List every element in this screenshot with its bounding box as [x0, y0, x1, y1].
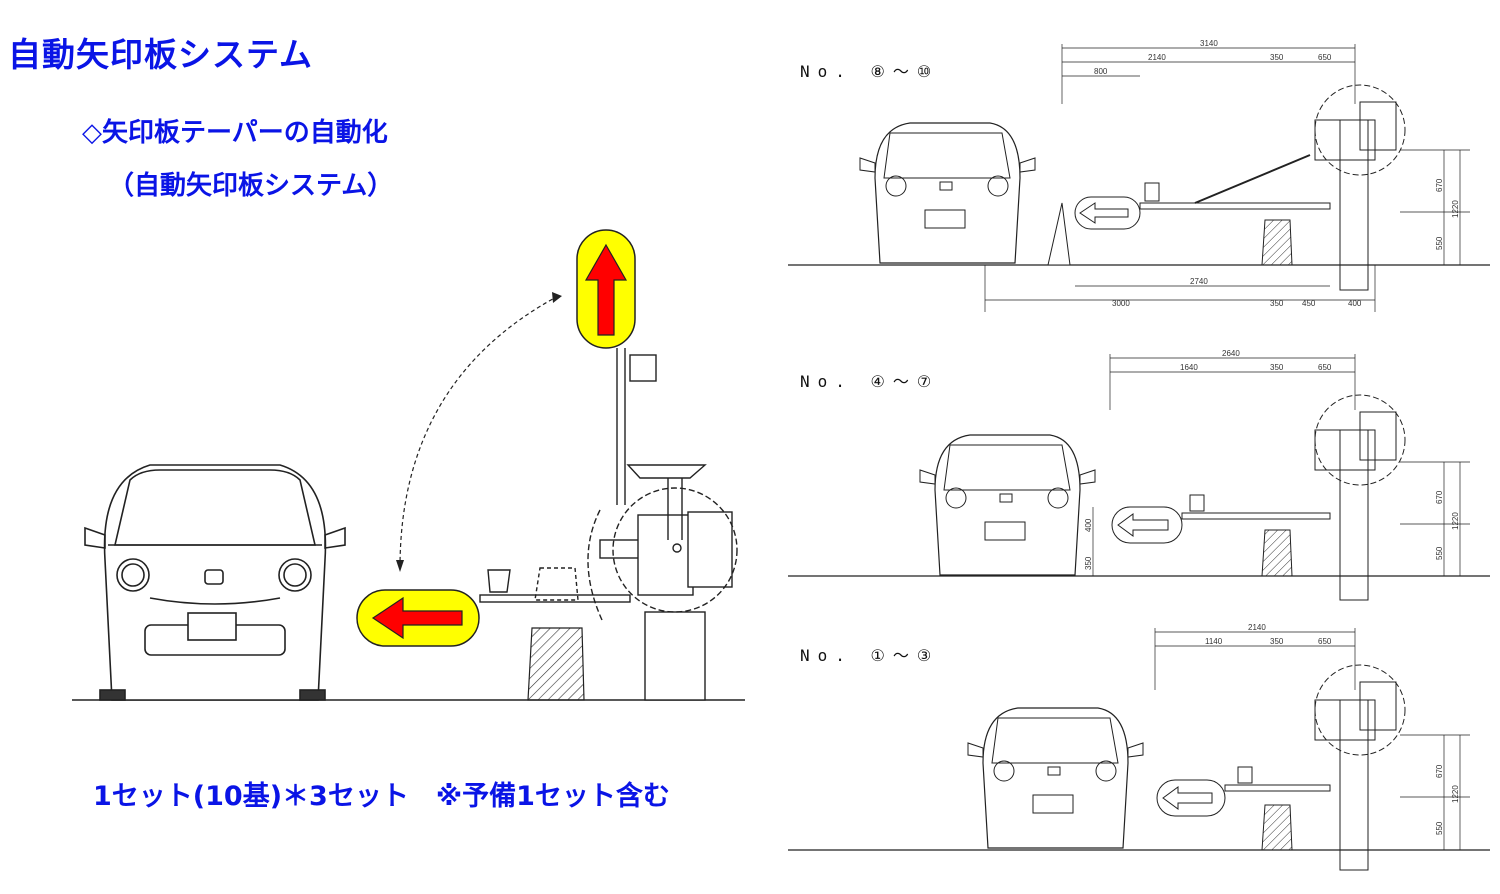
dim-label: 800 [1094, 67, 1108, 76]
dim-label: 350 [1270, 53, 1284, 62]
dim-label: 650 [1318, 637, 1332, 646]
dim-label: 550 [1435, 546, 1444, 560]
dim-label: 350 [1270, 637, 1284, 646]
dim-label: 670 [1435, 764, 1444, 778]
dim-label: 550 [1435, 821, 1444, 835]
footer-note: 1セット(10基)＊3セット ※予備1セット含む [93, 781, 670, 812]
dim-label: 1220 [1451, 785, 1460, 803]
diagram-label: No. ①～③ [800, 646, 940, 665]
page-title: 自動矢印板システム [8, 35, 314, 74]
subtitle-system: （自動矢印板システム） [108, 171, 394, 201]
arrow-sign-raised [576, 229, 636, 349]
mechanism [479, 348, 738, 701]
diagram-no8-10: 3140 2140 350 650 800 2740 3000 350 450 … [788, 39, 1490, 312]
dim-label: 450 [1302, 299, 1316, 308]
barrier-base [527, 627, 585, 701]
dim-label: 1220 [1451, 512, 1460, 530]
dim-label: 350 [1084, 556, 1093, 570]
subtitle-automation: ◇矢印板テーパーの自動化 [82, 118, 388, 148]
dim-label: 550 [1435, 236, 1444, 250]
dim-label: 400 [1348, 299, 1362, 308]
dim-label: 670 [1435, 490, 1444, 504]
dim-label: 2140 [1248, 623, 1266, 632]
dim-label: 1140 [1205, 637, 1223, 646]
dim-label: 350 [1270, 299, 1284, 308]
dim-label: 350 [1270, 363, 1284, 372]
dim-label: 670 [1435, 178, 1444, 192]
arrow-sign-lowered [356, 589, 480, 647]
diagram-no1-3: 2140 1140 350 650 670 1220 550 [788, 623, 1490, 871]
diagram-label: No. ④～⑦ [800, 372, 940, 391]
dim-label: 1220 [1451, 200, 1460, 218]
dim-label: 650 [1318, 363, 1332, 372]
swing-arc [399, 294, 561, 569]
dim-label: 3140 [1200, 39, 1218, 48]
dim-label: 2140 [1148, 53, 1166, 62]
dim-label: 2640 [1222, 349, 1240, 358]
dim-label: 2740 [1190, 277, 1208, 286]
dim-label: 1640 [1180, 363, 1198, 372]
dim-label: 650 [1318, 53, 1332, 62]
dim-label: 3000 [1112, 299, 1130, 308]
dim-label: 400 [1084, 518, 1093, 532]
diagram-no4-7: 2640 1640 350 650 670 1220 550 400 350 [788, 349, 1490, 601]
car-front-view [84, 464, 346, 701]
diagram-label: No. ⑧～⑩ [800, 62, 940, 81]
